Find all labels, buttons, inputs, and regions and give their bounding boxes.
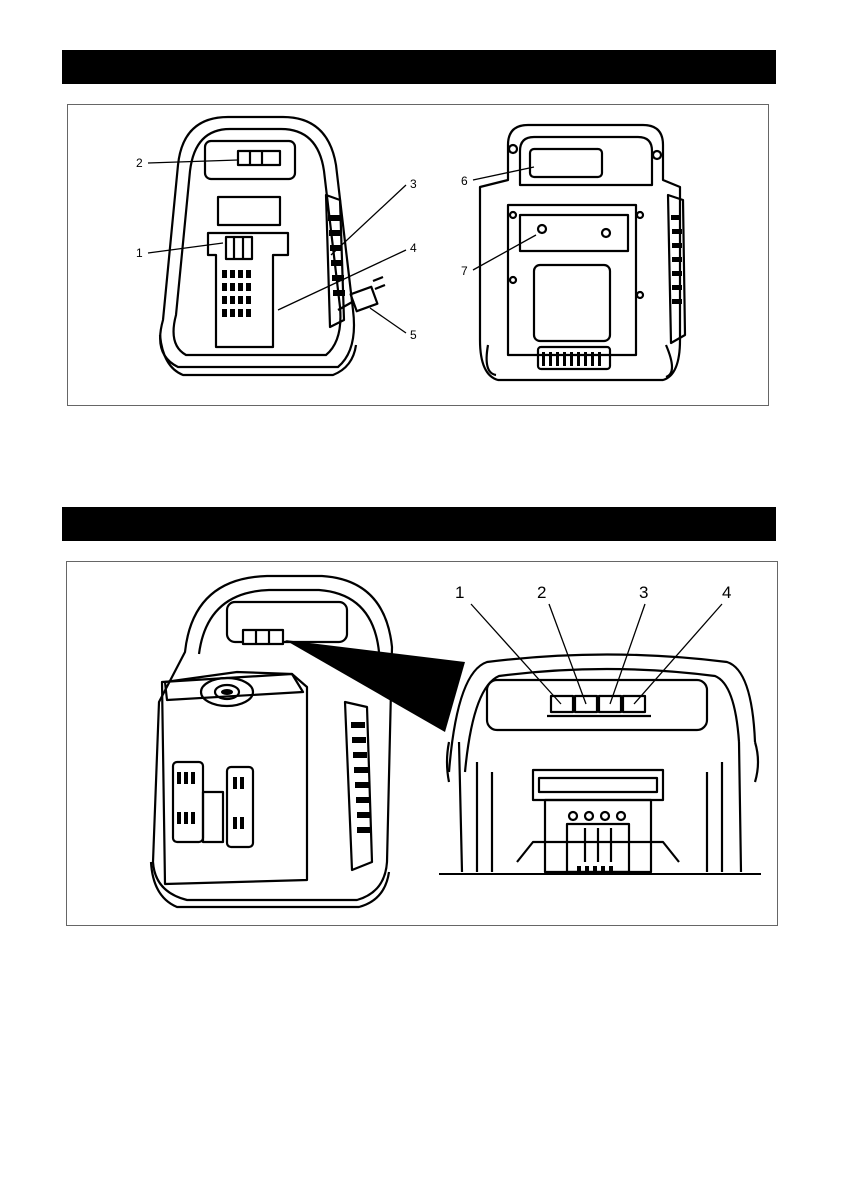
callout-3: 3 bbox=[410, 177, 417, 191]
figure-charger-overview: 2 1 3 4 5 6 7 bbox=[67, 104, 769, 406]
charger-indicator-illustration: 1 2 3 4 bbox=[67, 562, 777, 925]
callout-6: 6 bbox=[461, 174, 468, 188]
figure-charger-indicators: 1 2 3 4 bbox=[66, 561, 778, 926]
callout-2: 2 bbox=[136, 156, 143, 170]
callout-4: 4 bbox=[410, 241, 417, 255]
zoom-detail-outline bbox=[449, 655, 755, 773]
callout-5: 5 bbox=[410, 328, 417, 342]
callout-1: 1 bbox=[136, 246, 143, 260]
indicator-callout-4: 4 bbox=[722, 583, 731, 602]
indicator-callout-3: 3 bbox=[639, 583, 648, 602]
indicator-callout-1: 1 bbox=[455, 583, 464, 602]
charger-illustration: 2 1 3 4 5 6 7 bbox=[68, 105, 768, 405]
callout-7: 7 bbox=[461, 264, 468, 278]
section-header-bar-2 bbox=[62, 507, 776, 541]
indicator-callout-2: 2 bbox=[537, 583, 546, 602]
section-header-bar-1 bbox=[62, 50, 776, 84]
